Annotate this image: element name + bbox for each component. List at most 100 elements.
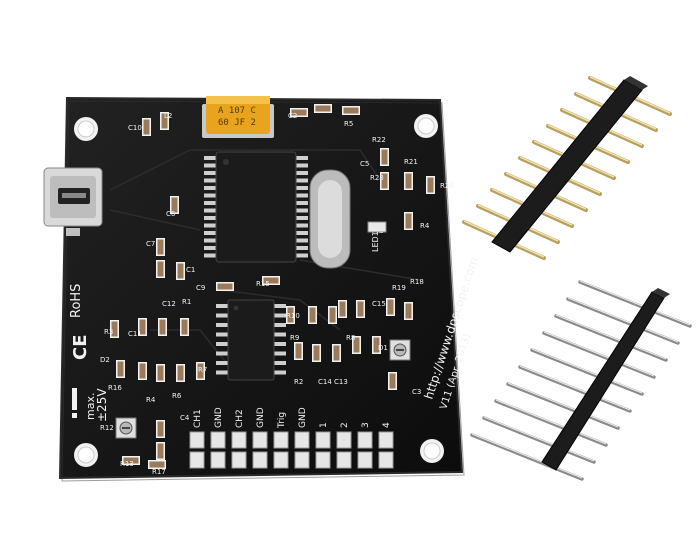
component-ref-label: R5 (344, 120, 353, 128)
header-plastic-top (624, 76, 648, 90)
header-pin-highlight (495, 399, 607, 445)
header-pin (530, 348, 644, 396)
header-pin (506, 382, 620, 430)
smd-body (343, 107, 359, 114)
tantalum-capacitor: A 107 C 60 JF 2 (202, 96, 274, 138)
component-ref-label: C10 (128, 124, 142, 132)
component-ref-label: R4 (146, 396, 156, 404)
smd-body (405, 213, 412, 229)
smd-body (157, 443, 164, 459)
ic-pin (272, 361, 286, 365)
component-ref-label: C6 (166, 210, 176, 218)
pcb-board: A 107 C 60 JF 2 X1 LED1 (43, 96, 481, 482)
component-ref-label: C4 (180, 414, 190, 422)
smd-body (143, 119, 150, 135)
ic-pin (272, 304, 286, 308)
component-ref-label: R16 (108, 384, 122, 392)
header-pin (578, 280, 692, 328)
component-ref-label: D1 (378, 344, 388, 352)
ic-pin (216, 313, 230, 318)
header-pin (566, 297, 680, 345)
ic-pin (216, 304, 230, 308)
ic-pin (216, 323, 230, 327)
component-ref-label: R9 (290, 334, 299, 342)
header-pin-highlight (579, 280, 691, 326)
connector-pad (273, 431, 289, 449)
component-ref-label: R21 (404, 158, 418, 166)
connector-pad (252, 451, 268, 469)
ic-pin (294, 178, 308, 183)
component-ref-label: R6 (172, 392, 182, 400)
ic-pin (204, 231, 218, 235)
component-ref-label: R10 (286, 312, 300, 320)
component-ref-label: C14 (318, 378, 332, 386)
connector-pad (294, 451, 310, 469)
ic-pin (204, 186, 218, 190)
connector-pad (336, 431, 352, 449)
smd-body (295, 343, 302, 359)
component-ref-label: R20 (440, 182, 454, 190)
smd-body (405, 303, 412, 319)
smd-body (315, 105, 331, 112)
smd-body (157, 261, 164, 277)
pin-header-gold (462, 76, 672, 260)
connector-label: 2 (340, 422, 350, 428)
connector-pad (357, 431, 373, 449)
warning-max-label: max. (84, 393, 97, 420)
connector-pad (336, 451, 352, 469)
component-ref-label: R22 (372, 136, 386, 144)
smd-body (181, 319, 188, 335)
header-pin-highlight (483, 416, 595, 462)
ic-pin (294, 216, 308, 220)
component-ref-label: C13 (334, 378, 348, 386)
ce-label: CE (70, 334, 91, 360)
ic-pin (272, 332, 286, 337)
connector-label: CH1 (193, 409, 203, 428)
component-ref-label: C15 (372, 300, 386, 308)
ic-pin (294, 163, 308, 168)
ce-mark: CE (70, 334, 91, 360)
smd-body (157, 421, 164, 437)
connector-pad (315, 451, 331, 469)
smd-body (405, 173, 412, 189)
header-pin (542, 331, 656, 379)
connector-label: 1 (319, 422, 329, 428)
rohs-label: RoHS (69, 284, 84, 318)
smd-body (197, 363, 204, 379)
component-ref-label: R23 (370, 174, 384, 182)
component-ref-label: R18 (410, 278, 424, 286)
ic-pin (204, 171, 218, 175)
component-ref-label: R3 (104, 328, 113, 336)
ic-pin (294, 223, 308, 228)
component-ref-label: D2 (100, 356, 110, 364)
ic-pin (204, 193, 218, 198)
ic-pin (294, 193, 308, 198)
ic-pin (216, 332, 230, 337)
ic-pin (204, 238, 218, 243)
header-pin-highlight (519, 365, 631, 411)
ic-pin (216, 361, 230, 365)
ic-pin (204, 253, 218, 258)
smd-body (139, 363, 146, 379)
ic-pin (294, 186, 308, 190)
connector-pad (252, 431, 268, 449)
header-pin (554, 314, 668, 362)
connector-pad (189, 431, 205, 449)
component-ref-label: R4 (420, 222, 430, 230)
component-ref-label: C11 (128, 330, 142, 338)
ic-pin (204, 208, 218, 213)
ic-pin (294, 201, 308, 205)
smd-body (263, 277, 279, 284)
led: LED1 (367, 221, 387, 252)
connector-pad (189, 451, 205, 469)
smd-body (291, 109, 307, 116)
smd-body (159, 319, 166, 335)
ic-pin (294, 171, 308, 175)
smd-body (171, 197, 178, 213)
pin-header-silver (470, 280, 692, 481)
connector-label: 4 (382, 422, 392, 428)
smd-body (177, 365, 184, 381)
warning-voltage-label: ±25V (95, 388, 109, 422)
component-ref-label: R19 (392, 284, 406, 292)
ic-pin (272, 351, 286, 356)
